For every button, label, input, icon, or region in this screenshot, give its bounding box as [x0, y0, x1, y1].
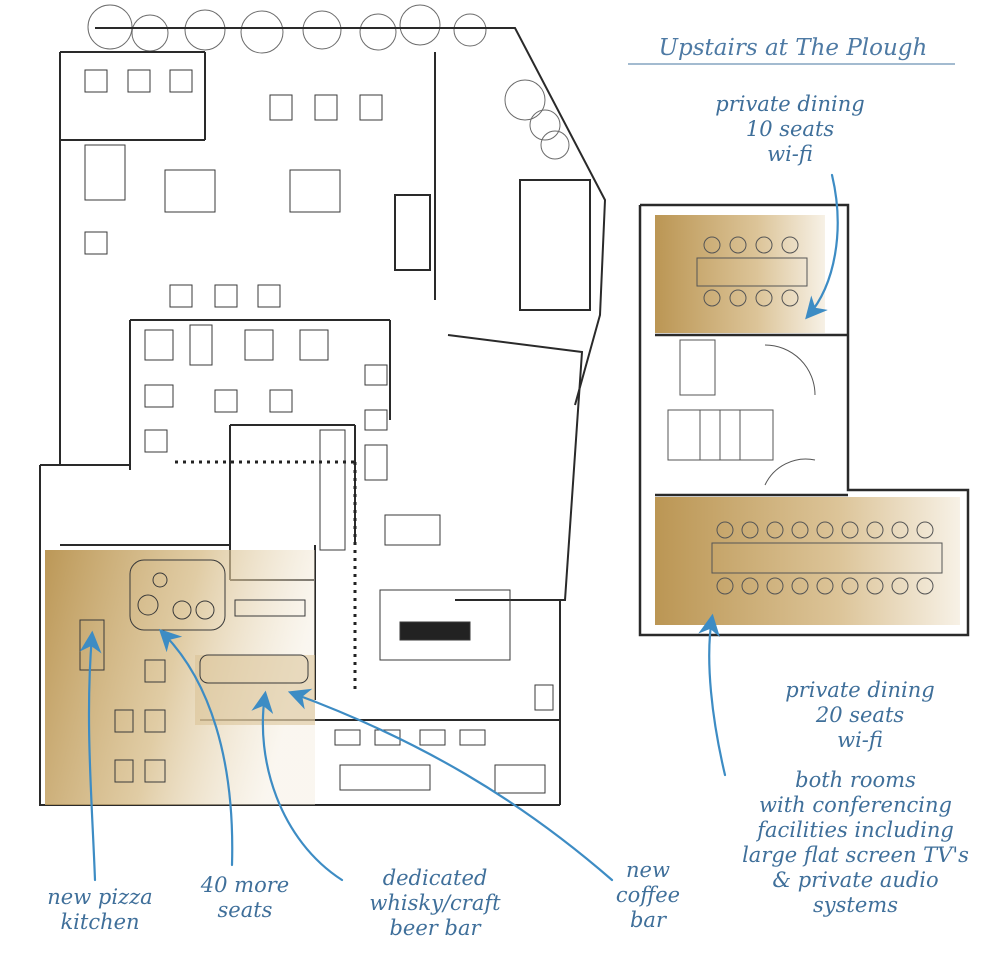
arrow-whisky-bar: [251, 690, 344, 882]
label-line: private dining: [715, 92, 865, 116]
ground-floor-furniture: [79, 69, 554, 794]
label-line: systems: [813, 893, 898, 917]
label-line: 10 seats: [745, 117, 835, 141]
label-private-dining-10: private dining 10 seats wi-fi: [705, 92, 875, 167]
tree-canopy: [87, 4, 570, 160]
private-dining-10-room: [655, 215, 825, 333]
label-line: wi-fi: [837, 728, 883, 752]
private-dining-20-room: [655, 497, 960, 625]
label-line: coffee: [615, 883, 681, 907]
label-line: private dining: [785, 678, 935, 702]
label-line: 20 seats: [815, 703, 905, 727]
ground-floor-walls: [39, 27, 607, 806]
label-conferencing: both rooms with conferencing facilities …: [728, 768, 983, 918]
label-line: with conferencing: [759, 793, 952, 817]
label-more-seats: 40 more seats: [185, 873, 305, 923]
label-pizza-kitchen: new pizza kitchen: [30, 885, 170, 935]
page-title: Upstairs at The Plough: [658, 35, 928, 61]
label-line: kitchen: [60, 910, 140, 934]
label-line: 40 more: [200, 873, 290, 897]
arrow-private-dining-10: [805, 173, 839, 320]
arrow-private-dining-20: [698, 613, 727, 777]
arrow-more-seats: [158, 628, 234, 867]
label-coffee-bar: new coffee bar: [598, 858, 698, 933]
label-line: new pizza: [47, 885, 153, 909]
label-line: both rooms: [795, 768, 916, 792]
label-line: large flat screen TV's: [742, 843, 969, 867]
label-line: facilities including: [757, 818, 954, 842]
label-line: whisky/craft: [369, 891, 501, 915]
arrow-pizza-kitchen: [79, 630, 102, 882]
label-whisky-bar: dedicated whisky/craft beer bar: [340, 866, 530, 941]
label-line: dedicated: [382, 866, 488, 890]
upstairs-walls: [638, 203, 970, 637]
label-private-dining-20: private dining 20 seats wi-fi: [775, 678, 945, 753]
label-line: & private audio: [772, 868, 939, 892]
arrow-coffee-bar: [287, 688, 614, 882]
label-line: beer bar: [389, 916, 481, 940]
label-line: new: [626, 858, 670, 882]
bar-boundary-dots: [175, 460, 357, 690]
label-line: bar: [629, 908, 666, 932]
label-line: wi-fi: [767, 142, 813, 166]
annotation-arrows: [79, 173, 839, 882]
label-line: seats: [217, 898, 273, 922]
upstairs-furniture: [667, 236, 943, 595]
